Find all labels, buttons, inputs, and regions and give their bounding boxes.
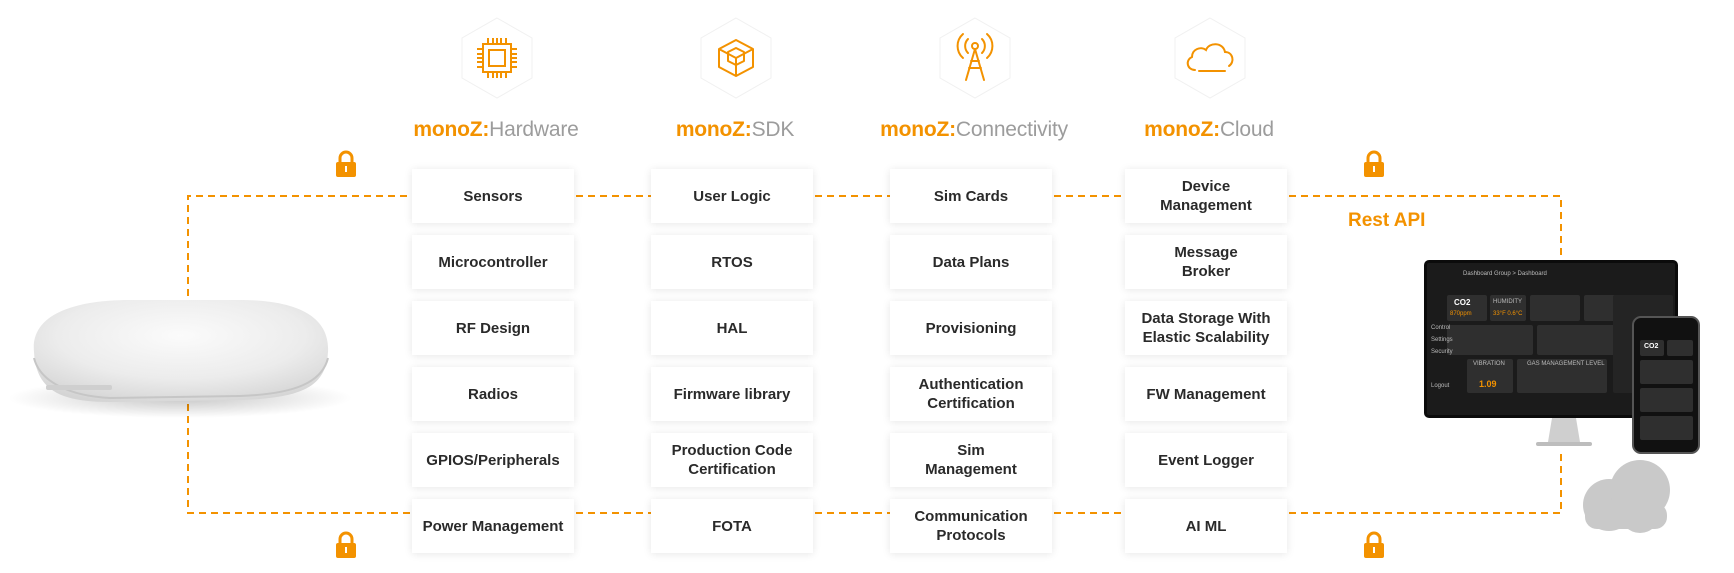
monitor-stand [1536, 418, 1592, 446]
phone-tile [1667, 340, 1693, 356]
menu-control: Control [1431, 325, 1451, 331]
dashed-connector-lines [187, 195, 1562, 514]
card-data-plans: Data Plans [890, 235, 1052, 289]
card-device-management: Device Management [1125, 169, 1287, 223]
dashboard-title: Dashboard Group > Dashboard [1463, 271, 1547, 277]
card-sim-cards: Sim Cards [890, 169, 1052, 223]
card-event-logger: Event Logger [1125, 433, 1287, 487]
dashboard-phone: CO2 [1632, 316, 1700, 454]
card-authentication-certification: Authentication Certification [890, 367, 1052, 421]
lock-icon [336, 531, 356, 558]
humidity-tile [1490, 295, 1526, 321]
phone-co2-label: CO2 [1644, 343, 1659, 350]
card-firmware-library: Firmware library [651, 367, 813, 421]
card-power-management: Power Management [412, 499, 574, 553]
column-name: Connectivity [955, 118, 1068, 141]
card-rtos: RTOS [651, 235, 813, 289]
chart-tile [1530, 295, 1580, 321]
card-ai-ml: AI ML [1125, 499, 1287, 553]
card-microcontroller: Microcontroller [412, 235, 574, 289]
gas-label: GAS MANAGEMENT LEVEL [1527, 361, 1605, 367]
co2-value: 870ppm [1450, 311, 1472, 317]
chip-icon [461, 17, 533, 99]
column-name: Cloud [1219, 118, 1274, 141]
lock-icon [1364, 531, 1384, 558]
brand-prefix: monoZ: [413, 118, 490, 141]
menu-security: Security [1431, 349, 1453, 355]
vibration-tile [1467, 359, 1513, 393]
menu-settings: Settings [1431, 337, 1453, 343]
cube-icon [700, 17, 772, 99]
card-communication-protocols: Communication Protocols [890, 499, 1052, 553]
vibration-label: VIBRATION [1473, 361, 1505, 367]
humidity-label: HUMIDITY [1493, 299, 1522, 305]
brand-prefix: monoZ: [1144, 118, 1220, 141]
lock-icon [1364, 150, 1384, 177]
column-title-connectivity: monoZ:Connectivity [854, 117, 1094, 143]
temp-value: 33°F 0.6°C [1493, 311, 1523, 317]
card-gpios-peripherals: GPIOS/Peripherals [412, 433, 574, 487]
chart-tile [1447, 325, 1533, 355]
card-user-logic: User Logic [651, 169, 813, 223]
antenna-tower-icon [939, 17, 1011, 99]
menu-logout: Logout [1431, 383, 1450, 389]
card-radios: Radios [412, 367, 574, 421]
column-title-sdk: monoZ:SDK [615, 117, 855, 143]
column-name: SDK [751, 118, 795, 141]
lock-icon [336, 150, 356, 177]
cloud-icon [1174, 17, 1246, 99]
column-title-hardware: monoZ:Hardware [376, 117, 616, 143]
phone-chart-tile [1640, 416, 1693, 440]
card-production-code-certification: Production Code Certification [651, 433, 813, 487]
rest-api-label: Rest API [1348, 210, 1426, 231]
card-hal: HAL [651, 301, 813, 355]
card-sensors: Sensors [412, 169, 574, 223]
iot-device-image [8, 300, 352, 418]
card-fw-management: FW Management [1125, 367, 1287, 421]
co2-label: CO2 [1454, 298, 1471, 307]
card-sim-management: Sim Management [890, 433, 1052, 487]
card-fota: FOTA [651, 499, 813, 553]
vibration-value: 1.09 [1479, 379, 1497, 389]
column-title-cloud: monoZ:Cloud [1089, 117, 1329, 143]
co2-tile [1447, 295, 1487, 321]
phone-chart-tile [1640, 388, 1693, 412]
card-rf-design: RF Design [412, 301, 574, 355]
phone-co2-tile [1640, 340, 1664, 356]
cloud-image [1583, 460, 1670, 533]
brand-prefix: monoZ: [675, 118, 752, 141]
card-provisioning: Provisioning [890, 301, 1052, 355]
column-name: Hardware [489, 118, 579, 141]
gas-tile [1517, 359, 1607, 393]
brand-prefix: monoZ: [880, 118, 956, 141]
card-message-broker: Message Broker [1125, 235, 1287, 289]
phone-chart-tile [1640, 360, 1693, 384]
card-data-storage: Data Storage With Elastic Scalability [1125, 301, 1287, 355]
